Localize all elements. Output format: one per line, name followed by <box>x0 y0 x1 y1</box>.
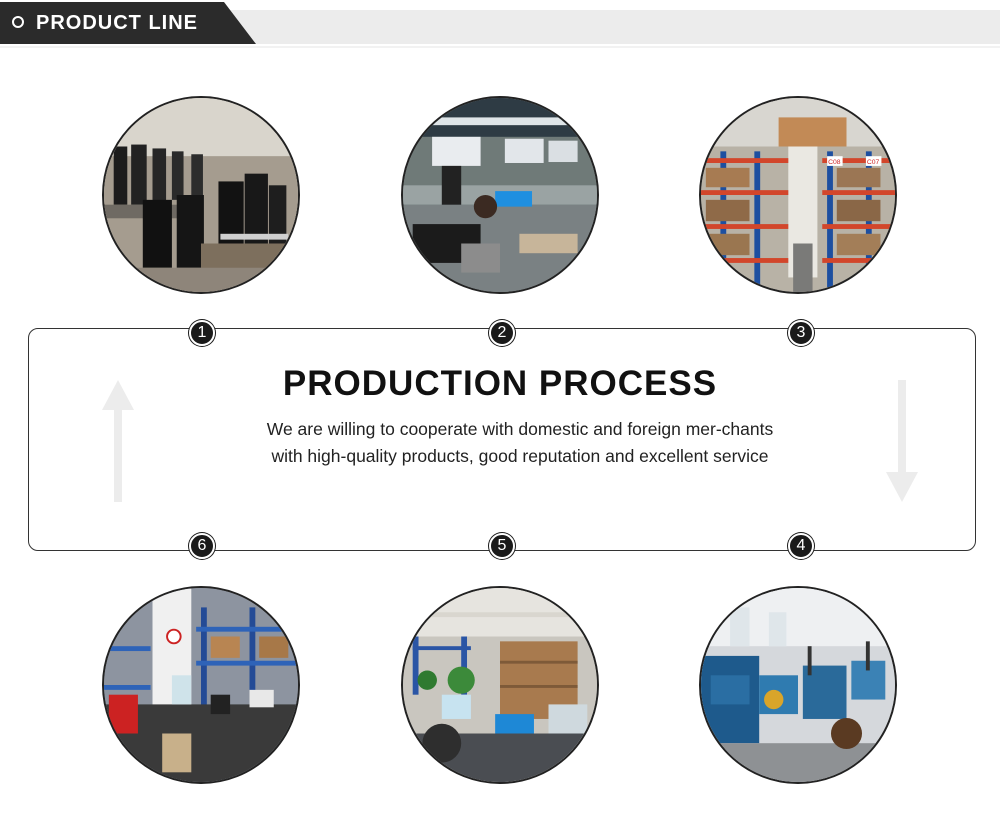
machining-workshop-photo <box>699 586 897 784</box>
step-number-4: 4 <box>788 533 814 559</box>
header-divider <box>0 46 1000 48</box>
packaging-storage-photo <box>401 586 599 784</box>
step-number-1: 1 <box>189 320 215 346</box>
shelf-label-c08: C08 <box>828 159 841 166</box>
process-title: PRODUCTION PROCESS <box>282 364 718 403</box>
production-process-panel <box>28 328 976 551</box>
step-number-2: 2 <box>489 320 515 346</box>
assembly-workbench-photo <box>401 96 599 294</box>
header-circle-icon <box>12 16 24 28</box>
step-number-5: 5 <box>489 533 515 559</box>
section-header-tab: PRODUCT LINE <box>0 0 256 44</box>
step-number-3: 3 <box>788 320 814 346</box>
factory-floor-parts-photo <box>102 96 300 294</box>
warehouse-shelves-photo: C08 C07 <box>699 96 897 294</box>
process-description: We are willing to cooperate with domesti… <box>266 419 774 466</box>
office-warehouse-photo <box>102 586 300 784</box>
down-arrow-icon <box>886 380 918 502</box>
shelf-label-c07: C07 <box>867 159 880 166</box>
step-number-6: 6 <box>189 533 215 559</box>
section-title: PRODUCT LINE <box>36 12 198 34</box>
up-arrow-icon <box>102 380 134 502</box>
